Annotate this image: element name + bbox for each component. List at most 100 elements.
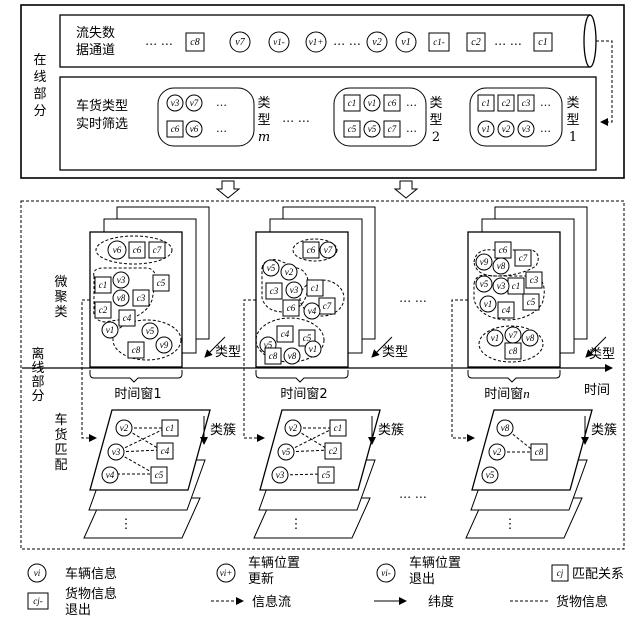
wn-token-c6: c6 [494,241,512,259]
svg-text:c3: c3 [137,293,146,303]
svg-text:c4: c4 [281,329,290,339]
wn-token-c4: c4 [497,301,515,319]
m2-token-c5: c5 [317,466,335,484]
svg-text:v1+: v1+ [309,37,324,47]
w1-token-c3: c3 [132,289,150,307]
window-2-type-arrow [371,336,393,358]
svg-text:v6: v6 [113,245,122,255]
micro-cluster-label-3: 类 [54,305,67,320]
w2-token-v4: v4 [303,302,321,320]
svg-text:c2: c2 [99,305,108,315]
group-2-token-c7: c7 [383,120,401,138]
type-m-label-1: 类 [257,96,270,111]
legend-cargo-info-label: 货物信息 [556,594,608,610]
group-2-token-c1: c1 [343,94,361,112]
window-1-clusters [93,235,182,361]
mn-token-c8: c8 [530,443,548,461]
w1-token-v8: v8 [112,289,130,307]
w2-token-v2: v2 [280,263,298,281]
svg-text:v3: v3 [171,98,180,108]
w1-token-c2: c2 [94,301,112,319]
m1-token-v2: v2 [115,419,133,437]
svg-text:v5: v5 [282,447,291,457]
svg-text:vi: vi [34,568,41,578]
svg-text:vi+: vi+ [220,568,233,578]
channel-to-filter-flow [596,40,613,126]
window-n-type-label: 类型 [589,347,615,362]
w2-token-c6: c6 [302,241,320,259]
wn-token-c3: c3 [525,271,543,289]
w1-token-c5: c5 [152,274,170,292]
w1-token-v5: v5 [141,322,159,340]
legend-match-label: 匹配关系 [572,567,624,582]
svg-text:v5: v5 [486,470,495,480]
svg-text:c8: c8 [269,351,278,361]
mn-token-v8: v8 [496,419,514,437]
w1-token-c4: c4 [118,309,136,327]
svg-text:c1: c1 [334,423,343,433]
svg-text:v2: v2 [289,423,298,433]
type-2-label-3: 2 [432,130,440,145]
online-to-offline-arrow-1 [215,180,241,199]
svg-text:v4: v4 [308,306,317,316]
window-2-clusters [255,238,345,363]
online-label-4: 分 [33,104,46,119]
wn-token-v7: v7 [504,326,522,344]
svg-text:c7: c7 [519,253,528,263]
legend-cargo-exit-label-1: 货物信息 [65,586,117,602]
group-2-token-c5: c5 [343,120,361,138]
svg-text:v8: v8 [117,293,126,303]
svg-text:v4: v4 [106,470,115,480]
w1-token-v1: v1 [101,321,119,339]
w2-token-c1: c1 [306,279,324,297]
wn-token-v5: v5 [475,275,493,293]
time-axis-label: 时间 [584,383,610,398]
svg-text:v8: v8 [497,261,506,271]
svg-text:v1-: v1- [273,37,285,47]
svg-text:cj-: cj- [33,596,43,606]
filter-box [59,76,597,171]
svg-text:c3: c3 [270,286,279,296]
mn-token-v5: v5 [481,466,499,484]
offline-label-3: 部 [31,375,44,390]
legend-vehicle-symbol: vi [27,563,47,583]
svg-text:c2: c2 [329,446,338,456]
legend-cargo-exit-symbol: cj- [27,592,49,610]
m2-token-v2: v2 [284,419,302,437]
m1-token-c5: c5 [150,466,168,484]
offline-section-frame [20,200,625,550]
svg-text:v7: v7 [324,245,333,255]
legend-dimension-label: 纬度 [428,594,454,610]
svg-text:v7: v7 [235,37,245,48]
svg-text:c1: c1 [166,423,175,433]
w2-token-v7: v7 [319,241,337,259]
svg-text:v1: v1 [482,124,491,134]
svg-text:c8: c8 [509,346,518,356]
svg-text:v3: v3 [276,470,285,480]
svg-text:v3: v3 [522,124,531,134]
svg-text:v1: v1 [106,325,115,335]
wn-token-c1: c1 [507,277,525,295]
online-section-frame [20,4,625,179]
group-m-token-c6: c6 [166,120,184,138]
mn-token-v2: v2 [488,443,506,461]
match-2-cluster-label: 类簇 [378,423,404,438]
group-m-token-v6: v6 [185,120,203,138]
svg-text:c5: c5 [155,470,164,480]
w1-token-v9: v9 [155,336,173,354]
svg-text:c1: c1 [348,98,357,108]
window-1-type-label: 类型 [215,345,241,360]
channel-label-2: 据通道 [76,43,115,58]
micro-cluster-label-1: 微 [54,275,67,290]
channel-ellipsis-1: … … [145,34,173,48]
svg-text:c8: c8 [535,447,544,457]
svg-text:v3: v3 [117,275,126,285]
m2-token-v3: v3 [271,466,289,484]
svg-text:v1: v1 [368,98,377,108]
svg-text:v8: v8 [526,333,535,343]
svg-text:c6: c6 [171,124,180,134]
type-m-label-3: m [258,130,270,145]
svg-text:c8: c8 [132,345,141,355]
svg-text:v2: v2 [493,447,502,457]
channel-token-v1-minus: v1- [268,31,290,53]
